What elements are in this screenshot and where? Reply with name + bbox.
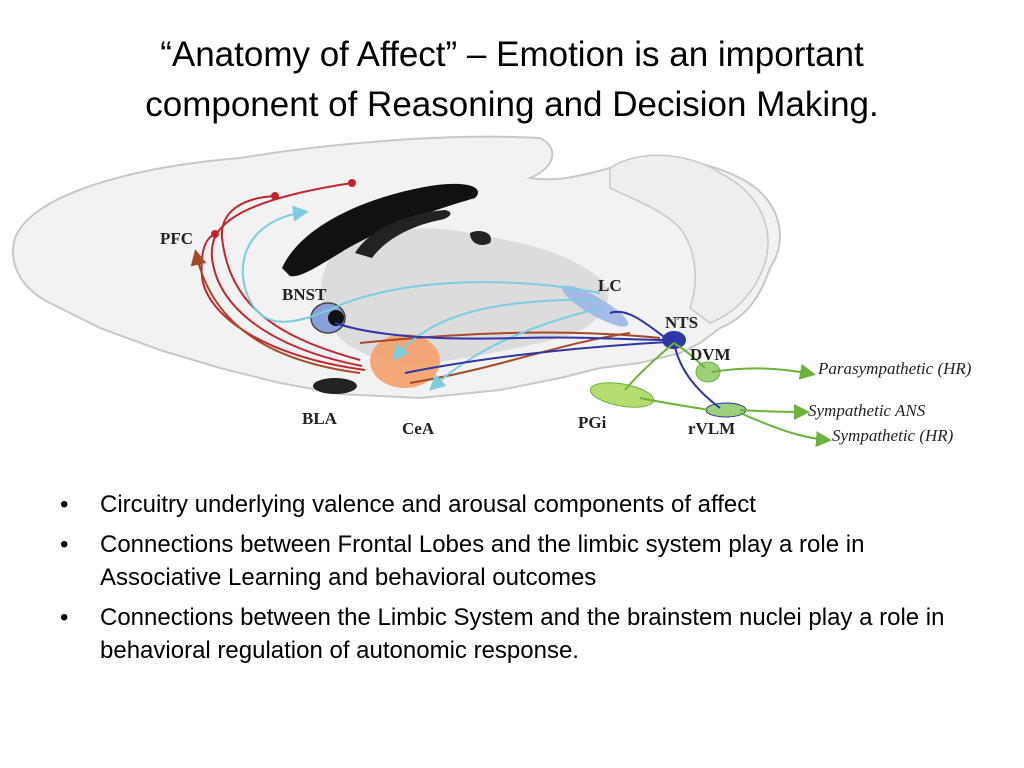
pathway-pfc-red-1 [220, 195, 361, 361]
cerebellum [609, 154, 769, 324]
label-lc: LC [598, 276, 622, 295]
label-pfc: PFC [160, 229, 193, 248]
pathway-green-dvm [673, 342, 706, 369]
label-cea: CeA [402, 419, 435, 438]
pathway-green-pgi [624, 342, 675, 391]
label-rvlm: rVLM [688, 419, 735, 438]
nts-nucleus [662, 331, 686, 349]
slide-title: “Anatomy of Affect” – Emotion is an impo… [40, 30, 984, 130]
brainstem-dark [470, 231, 491, 245]
pathway-cyan-2 [392, 298, 601, 362]
midbrain-region [321, 228, 608, 364]
pathway-cyan-1 [241, 205, 601, 323]
pathway-pfc-red-2 [210, 182, 363, 367]
pathway-green-parasympathetic [711, 363, 816, 380]
label-sympathetic-ans: Sympathetic ANS [808, 401, 926, 420]
bullet-list: Circuitry underlying valence and arousal… [60, 488, 960, 674]
pathway-brown-3 [359, 331, 661, 344]
pathway-blue-3 [609, 310, 669, 341]
dvm-nucleus [695, 361, 721, 383]
pathway-blue-2 [404, 341, 669, 374]
bla-dark [313, 378, 357, 394]
brain-circuit-diagram: PFC BNST BLA CeA LC NTS DVM PGi rVLM Par… [12, 135, 972, 448]
title-line-1: “Anatomy of Affect” – Emotion is an impo… [160, 35, 864, 74]
bullet-item: Connections between the Limbic System an… [60, 601, 960, 667]
pgi-nucleus [589, 382, 655, 408]
label-nts: NTS [665, 313, 698, 332]
pathway-brown-1 [190, 249, 361, 374]
title-line-2: component of Reasoning and Decision Maki… [145, 85, 879, 124]
label-parasympathetic-hr: Parasympathetic (HR) [817, 359, 972, 378]
pathway-pfc-red-3 [200, 233, 366, 371]
label-pgi: PGi [578, 413, 607, 432]
pathway-cyan-3 [429, 307, 601, 391]
anterior-commissure [355, 210, 451, 258]
bullet-item: Connections between Frontal Lobes and th… [60, 528, 960, 594]
label-bla: BLA [302, 409, 338, 428]
label-sympathetic-hr: Sympathetic (HR) [832, 426, 954, 445]
label-dvm: DVM [690, 345, 731, 364]
pathway-blue-4 [673, 342, 721, 409]
lc-nucleus [561, 285, 629, 327]
bnst-core [328, 310, 344, 326]
bullet-item: Circuitry underlying valence and arousal… [60, 488, 960, 521]
pathway-green-ans [739, 403, 810, 420]
label-bnst: BNST [282, 285, 327, 304]
pathway-green-rvlm [639, 397, 709, 411]
pathway-green-hr [739, 412, 832, 448]
pathway-blue-1 [334, 322, 669, 341]
